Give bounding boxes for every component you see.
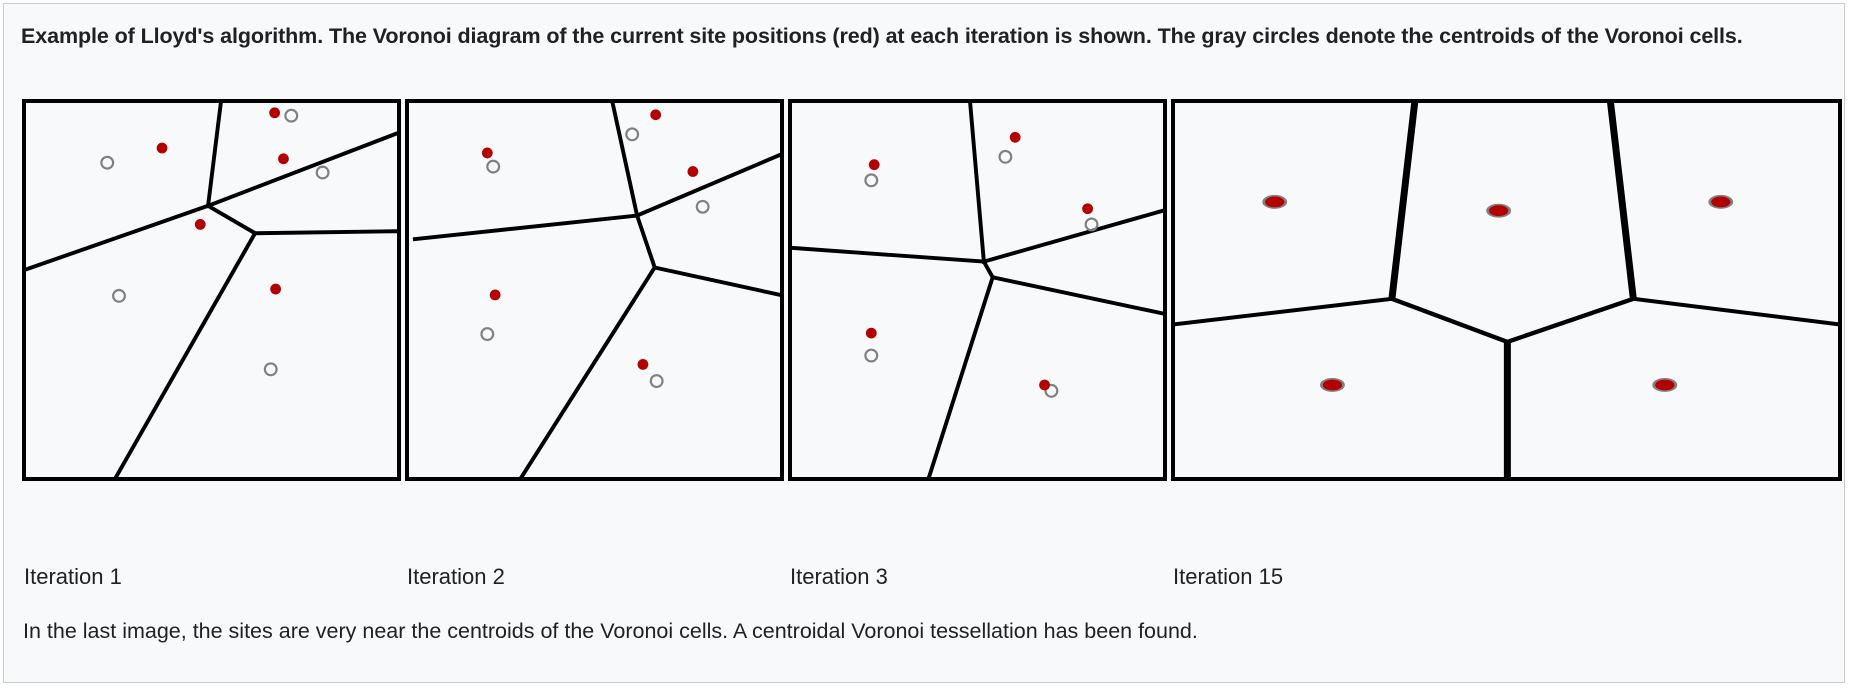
site-dot	[1711, 196, 1731, 208]
voronoi-cell-edge	[981, 208, 1163, 265]
site-dot	[865, 327, 877, 339]
figure-caption-bottom: In the last image, the sites are very ne…	[23, 619, 1198, 643]
voronoi-cell-edge	[1607, 103, 1638, 301]
centroid-circle	[1262, 194, 1288, 209]
site-dot	[1322, 379, 1343, 391]
voronoi-cell-edge	[610, 103, 640, 218]
voronoi-cell-edge	[1629, 296, 1838, 327]
voronoi-cell-edge	[26, 203, 211, 272]
centroid-circle	[649, 374, 664, 389]
site-dot	[1082, 203, 1094, 215]
site-dot	[687, 166, 699, 177]
site-dot	[868, 159, 880, 171]
voronoi-panel-2	[405, 99, 784, 481]
centroid-circle	[1486, 203, 1512, 218]
centroid-circle	[112, 288, 126, 303]
voronoi-cell-edge	[968, 103, 986, 264]
voronoi-cell-edge	[926, 274, 996, 477]
centroid-circle	[284, 108, 299, 123]
voronoi-cell-edge	[1388, 103, 1419, 301]
voronoi-cell-edge	[990, 274, 1163, 316]
voronoi-cell-edge	[634, 213, 658, 270]
voronoi-cell-edge	[792, 245, 986, 264]
site-dot	[1655, 379, 1675, 391]
figure-caption-top: Example of Lloyd's algorithm. The Vorono…	[21, 24, 1743, 48]
voronoi-cell-edge	[981, 258, 996, 280]
centroid-circle	[1708, 194, 1734, 209]
panel-label-iteration-3: Iteration 3	[790, 564, 888, 589]
centroid-circle	[486, 159, 501, 174]
voronoi-diagram-3	[792, 103, 1163, 477]
centroid-circle	[1044, 383, 1059, 398]
panels-row	[22, 99, 1842, 481]
panel-labels-row: Iteration 1 Iteration 2 Iteration 3 Iter…	[22, 564, 1842, 598]
centroid-circle	[695, 199, 710, 214]
voronoi-cell-edge	[253, 229, 397, 236]
voronoi-diagram-4	[1175, 103, 1838, 477]
site-dot	[1489, 205, 1509, 217]
panel-label-iteration-2: Iteration 2	[407, 564, 505, 589]
site-dot	[156, 142, 168, 154]
voronoi-cell-edge	[205, 103, 223, 208]
site-dot	[1039, 379, 1050, 391]
voronoi-cell-edge	[1387, 296, 1513, 345]
centroid-circle	[625, 127, 640, 142]
site-dot	[637, 359, 649, 370]
figure-container: Example of Lloyd's algorithm. The Vorono…	[3, 3, 1845, 683]
voronoi-cell-edge	[1175, 296, 1397, 327]
voronoi-panel-1	[22, 99, 401, 481]
centroid-circle	[315, 165, 330, 180]
centroid-circle	[263, 362, 278, 377]
centroid-circle	[1084, 217, 1099, 232]
voronoi-panel-4	[1171, 99, 1842, 481]
site-dot	[1265, 196, 1285, 208]
panel-label-iteration-1: Iteration 1	[24, 564, 122, 589]
voronoi-diagram-1	[26, 103, 397, 477]
panel-label-iteration-15: Iteration 15	[1173, 564, 1284, 589]
voronoi-cell-edge	[519, 264, 658, 477]
voronoi-cell-edge	[652, 265, 780, 297]
voronoi-cell-edge	[205, 203, 258, 236]
site-dot	[269, 107, 281, 119]
site-dot	[650, 109, 662, 121]
voronoi-cell-edge	[634, 152, 780, 219]
centroid-circle	[1320, 378, 1345, 392]
site-dot	[1009, 131, 1021, 143]
site-dot	[481, 147, 493, 159]
centroid-circle	[998, 149, 1013, 164]
centroid-circle	[100, 155, 115, 170]
voronoi-cell-edge	[412, 213, 640, 242]
voronoi-diagram-2	[412, 103, 780, 477]
centroid-circle	[1652, 378, 1678, 392]
centroid-circle	[864, 173, 879, 188]
centroid-circle	[480, 327, 495, 342]
voronoi-panel-3	[788, 99, 1167, 481]
site-dot	[489, 289, 501, 301]
site-dot	[270, 283, 282, 295]
voronoi-cell-edge	[205, 131, 397, 209]
centroid-circle	[864, 348, 879, 363]
voronoi-cell-edge	[113, 230, 258, 477]
site-dot	[278, 153, 289, 165]
site-dot	[194, 219, 206, 230]
voronoi-cell-edge	[1502, 296, 1639, 345]
